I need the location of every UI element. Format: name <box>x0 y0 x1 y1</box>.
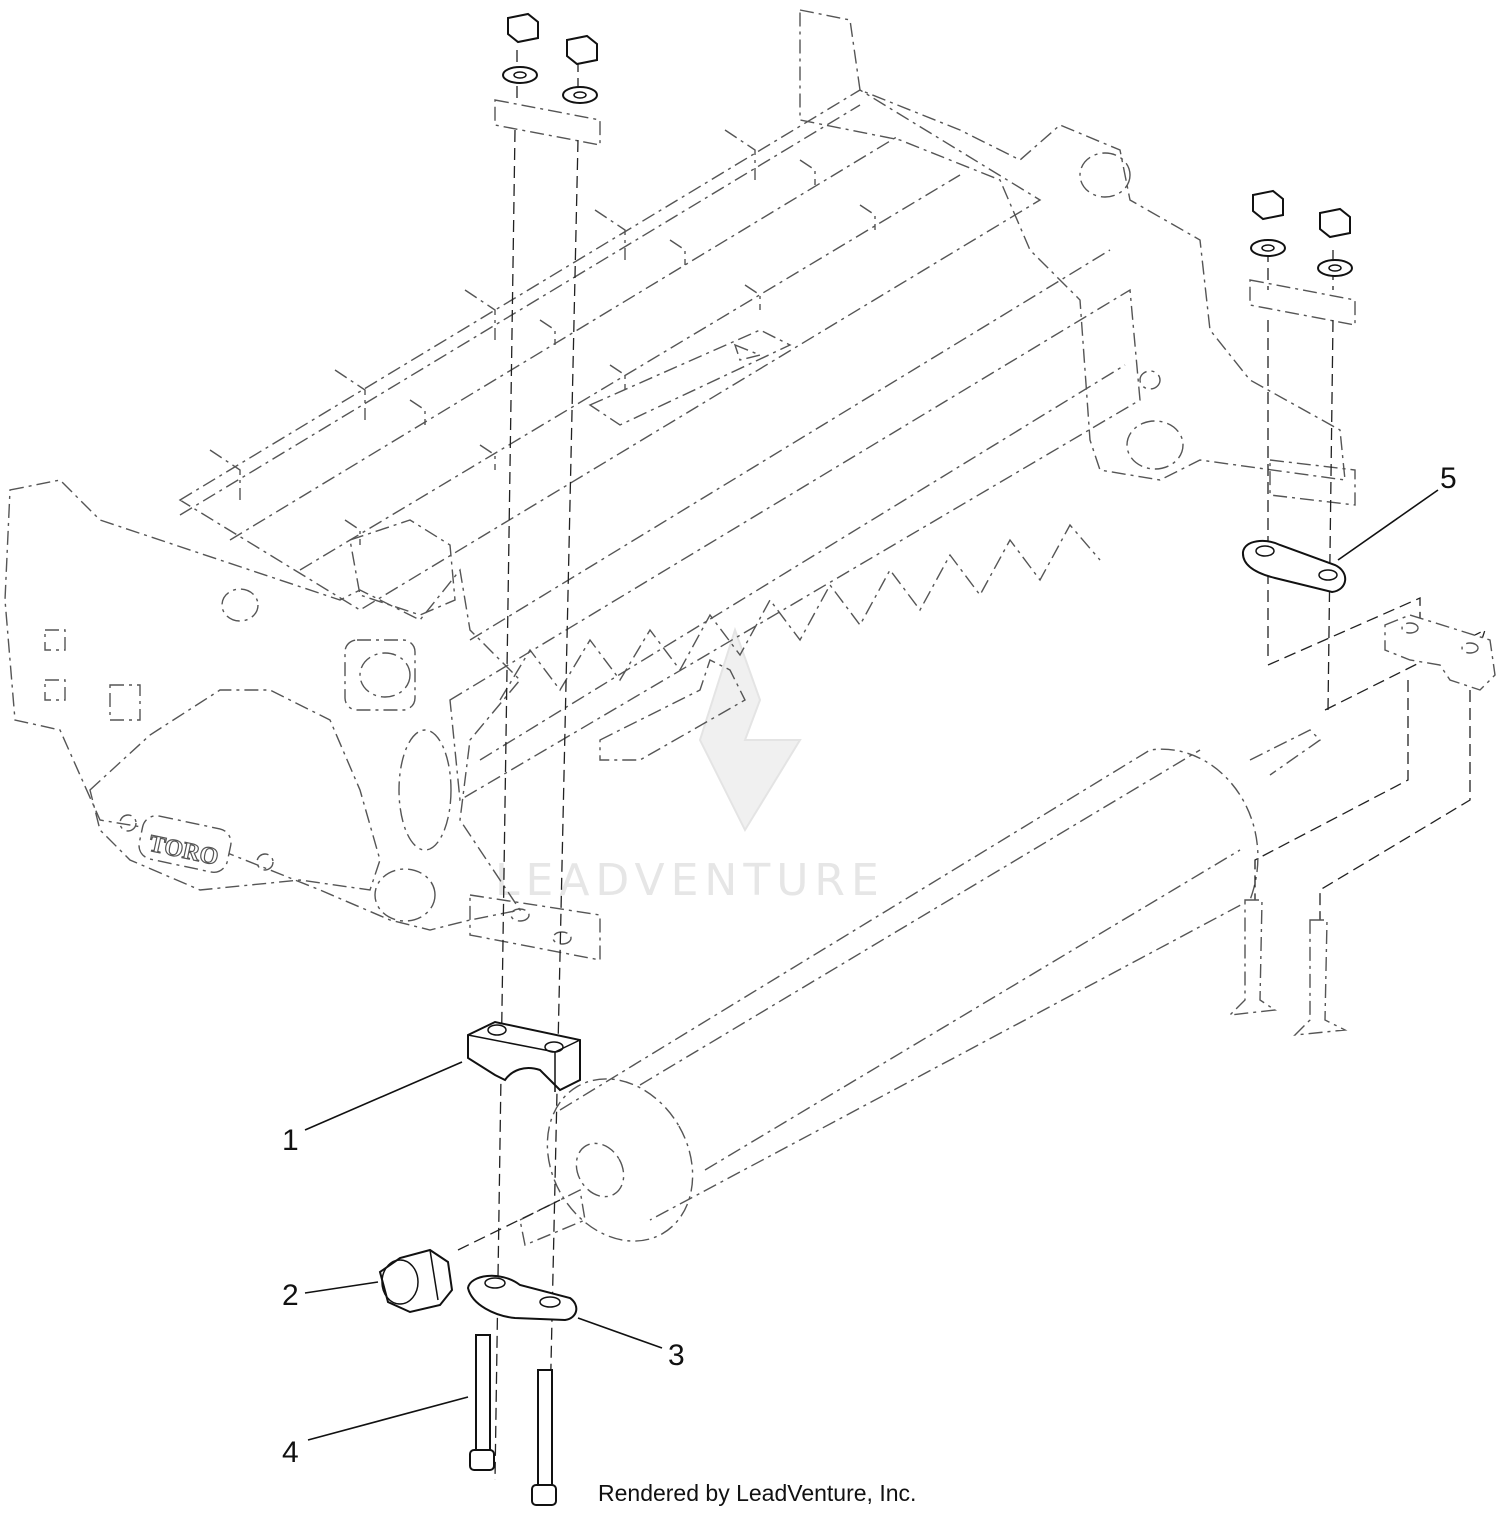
callout-4: 4 <box>282 1396 469 1469</box>
callout-3-label: 3 <box>668 1339 685 1372</box>
callout-1-label: 1 <box>282 1124 299 1157</box>
callout-2-label: 2 <box>282 1279 299 1312</box>
right-clamp <box>1228 614 1496 1036</box>
callout-5: 5 <box>1337 462 1457 561</box>
bolts-bottom <box>469 1334 557 1506</box>
cutting-unit-frame: TORO <box>4 9 1356 961</box>
callout-1: 1 <box>282 1061 463 1157</box>
hardware-top-left <box>502 12 598 104</box>
retaining-plate <box>466 1274 578 1322</box>
callout-4-label: 4 <box>282 1436 299 1469</box>
watermark: LEADVENTURE <box>495 626 885 906</box>
bearing-clamp <box>467 1020 581 1092</box>
watermark-text: LEADVENTURE <box>495 855 885 906</box>
callout-5-label: 5 <box>1440 462 1457 495</box>
footer-credit: Rendered by LeadVenture, Inc. <box>598 1480 917 1506</box>
bushing-nut <box>378 1248 454 1314</box>
callout-3: 3 <box>577 1317 685 1372</box>
spacer-plate <box>1241 539 1347 594</box>
roller <box>519 729 1322 1246</box>
callout-2: 2 <box>282 1279 379 1312</box>
hardware-top-right <box>1250 189 1353 277</box>
